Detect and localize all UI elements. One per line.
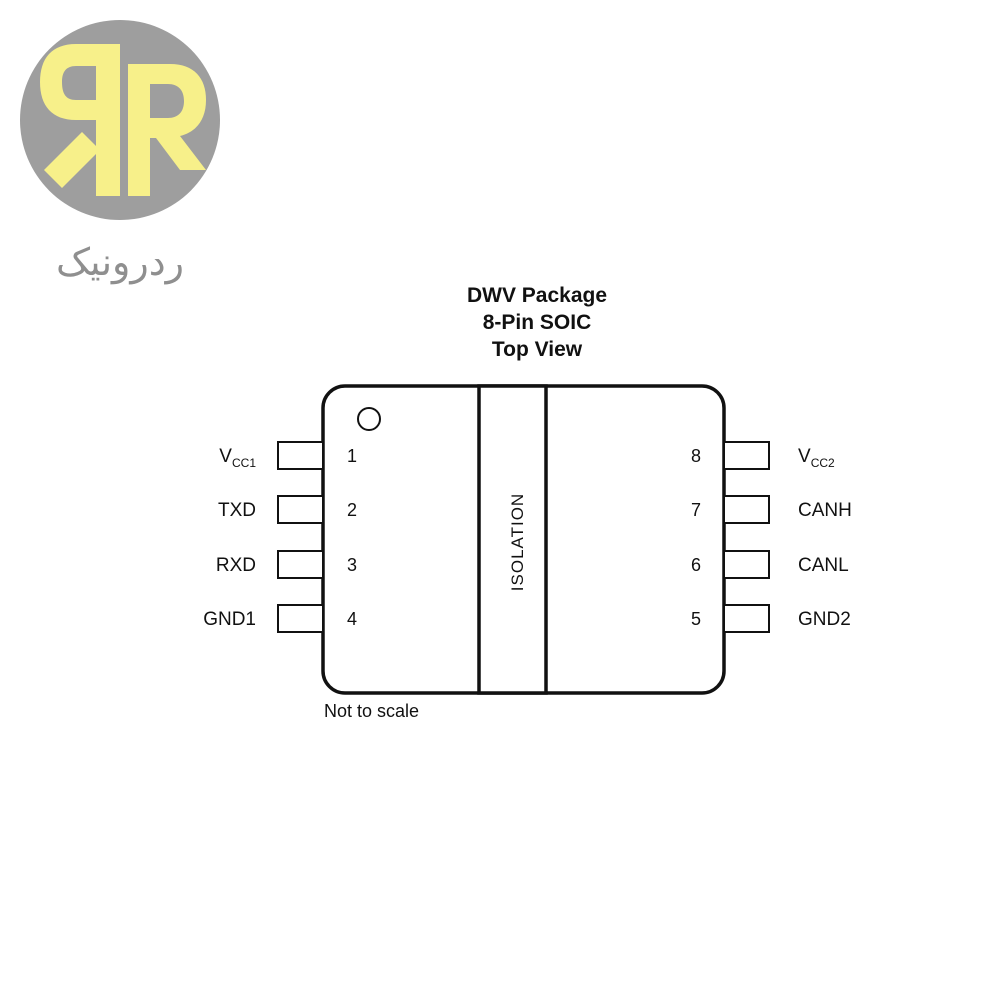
pin-number-4: 4 [347, 609, 357, 629]
rdronik-logo [20, 20, 220, 220]
title-line-2: 8-Pin SOIC [483, 311, 592, 334]
pin-name-sub-8: CC2 [811, 456, 835, 470]
pin-number-8: 8 [691, 446, 701, 466]
pin-name-5: GND2 [798, 609, 851, 630]
pin-number-3: 3 [347, 555, 357, 575]
title-line-1: DWV Package [467, 284, 607, 307]
pin-lead-8 [723, 441, 770, 470]
logo-text: ردرونیک [55, 240, 185, 284]
pin-lead-5 [723, 604, 770, 633]
pin-name-main-7: CANH [798, 500, 852, 521]
pin-name-main-1: V [219, 446, 232, 467]
pin-name-3: RXD [216, 555, 256, 576]
isolation-barrier [477, 384, 548, 695]
pin-number-6: 6 [691, 555, 701, 575]
pin-lead-1 [277, 441, 324, 470]
pin-name-4: GND1 [203, 609, 256, 630]
pin-lead-3 [277, 550, 324, 579]
pin-name-main-3: RXD [216, 555, 256, 576]
pin-lead-4 [277, 604, 324, 633]
pin-number-1: 1 [347, 446, 357, 466]
isolation-label: ISOLATION [508, 493, 527, 591]
pin-name-main-6: CANL [798, 555, 849, 576]
pin1-marker [357, 407, 381, 431]
left-pin-leads [277, 441, 324, 633]
pin-lead-2 [277, 495, 324, 524]
pin-name-2: TXD [218, 500, 256, 521]
pin-name-main-2: TXD [218, 500, 256, 521]
pin-name-sub-1: CC1 [232, 456, 256, 470]
pin-number-2: 2 [347, 500, 357, 520]
pin-name-7: CANH [798, 500, 852, 521]
scale-note: Not to scale [324, 701, 419, 721]
pin-name-6: CANL [798, 555, 849, 576]
pin-lead-6 [723, 550, 770, 579]
pin-number-5: 5 [691, 609, 701, 629]
pin-name-8: VCC2 [798, 446, 835, 470]
title-line-3: Top View [492, 338, 583, 361]
pin-lead-7 [723, 495, 770, 524]
pin-name-main-8: V [798, 446, 811, 467]
pin-name-1: VCC1 [219, 446, 256, 470]
right-pin-leads [723, 441, 770, 633]
pin-name-main-5: GND2 [798, 609, 851, 630]
logo-rr-glyph [40, 44, 206, 196]
pin-number-7: 7 [691, 500, 701, 520]
pin-name-main-4: GND1 [203, 609, 256, 630]
